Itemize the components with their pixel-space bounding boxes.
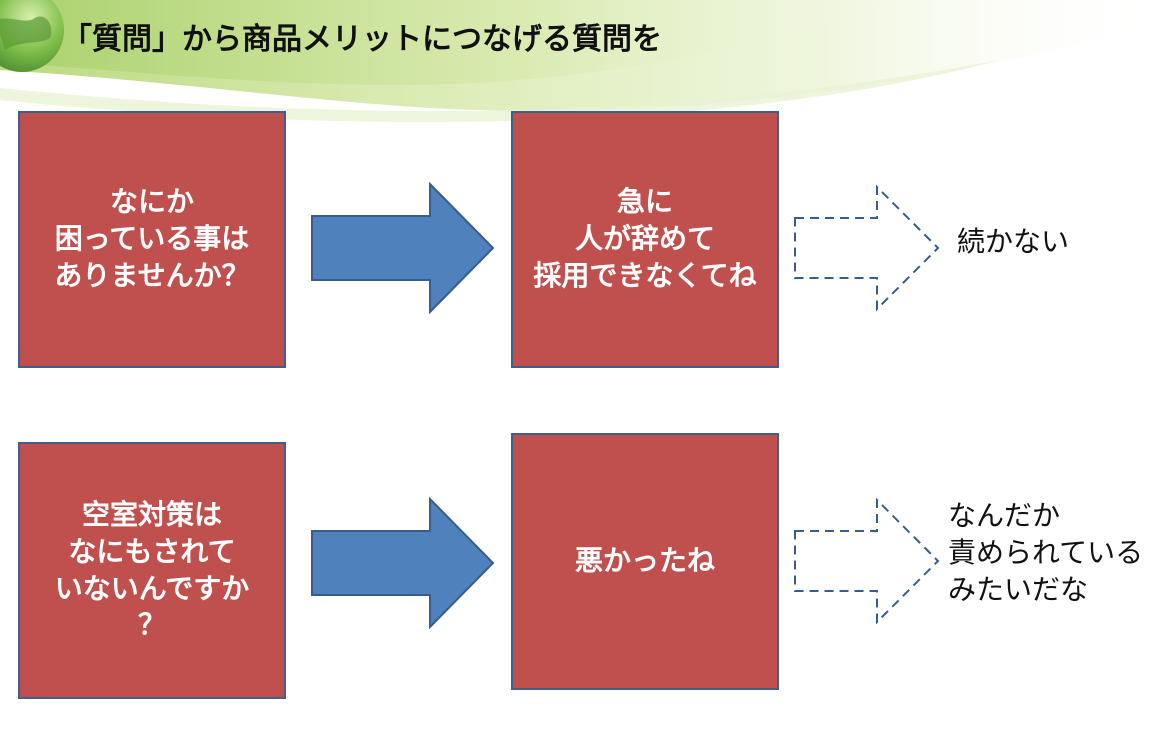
page-title: 「質問」から商品メリットにつなげる質問を: [62, 22, 662, 57]
response-1-line-3: 採用できなくてね: [533, 258, 757, 292]
question-2-line-4: ？: [137, 608, 166, 642]
header-decoration: [0, 0, 1176, 123]
question-box-1: なにか 困っている事は ありませんか？: [18, 111, 286, 368]
response-2-line-1: 悪かったね: [574, 544, 715, 578]
solid-arrow-1: [311, 182, 495, 314]
question-1-line-3: ありませんか？: [54, 258, 250, 292]
dashed-arrow-2: [794, 497, 940, 625]
question-1-line-1: なにか: [109, 185, 194, 219]
outcome-2-line-2: 責められている: [948, 535, 1144, 569]
dashed-arrow-1: [794, 184, 940, 312]
question-1-line-2: 困っている事は: [54, 222, 250, 256]
question-2-line-2: なにもされて: [68, 534, 236, 568]
response-1-line-2: 人が辞めて: [574, 222, 715, 256]
response-box-2: 悪かったね: [511, 433, 779, 690]
outcome-2-line-3: みたいだな: [948, 572, 1089, 606]
question-2-line-1: 空室対策は: [81, 497, 222, 531]
response-box-1: 急に 人が辞めて 採用できなくてね: [511, 111, 779, 368]
outcome-2-line-1: なんだか: [948, 499, 1061, 532]
question-2-line-3: いないんですか: [54, 571, 250, 605]
question-box-2: 空室対策は なにもされて いないんですか ？: [18, 442, 286, 699]
outcome-text-1: 続かない: [957, 224, 1069, 261]
outcome-1-line-1: 続かない: [957, 225, 1070, 258]
outcome-text-2: なんだか 責められている みたいだな: [948, 498, 1143, 609]
response-1-line-1: 急に: [616, 185, 673, 219]
solid-arrow-2: [311, 497, 495, 629]
